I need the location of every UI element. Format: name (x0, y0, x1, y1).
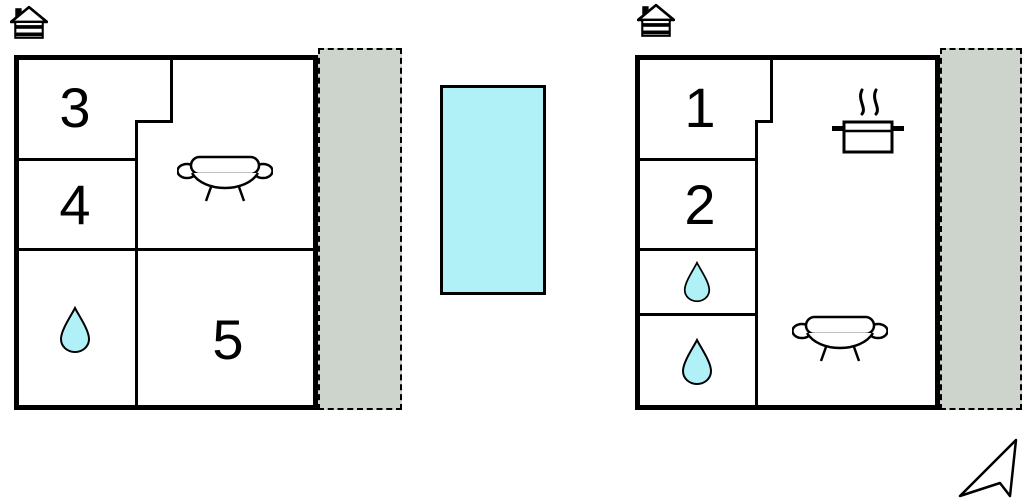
interior-wall (135, 120, 138, 405)
interior-wall (755, 120, 758, 405)
house-icon (637, 3, 675, 37)
water-drop-icon (681, 338, 713, 386)
interior-wall (770, 60, 773, 122)
room-label-2: 2 (684, 173, 716, 236)
building-left: 3 4 5 (14, 55, 318, 410)
north-arrow-icon (958, 438, 1018, 498)
building-right: 1 2 (635, 55, 940, 410)
room-label-4: 4 (59, 173, 91, 236)
steam-icon (859, 88, 865, 116)
cooking-pot-icon (832, 88, 904, 154)
room-label-3: 3 (59, 76, 91, 139)
terrace-left (318, 48, 402, 410)
sofa-icon (177, 155, 273, 202)
swimming-pool (440, 85, 546, 295)
interior-wall (640, 248, 755, 251)
house-icon (10, 5, 48, 39)
sofa-icon (792, 315, 888, 362)
interior-wall (170, 60, 173, 122)
interior-wall (135, 120, 173, 123)
room-label-5: 5 (212, 308, 244, 371)
steam-icon (873, 88, 879, 116)
terrace-right (940, 48, 1022, 410)
interior-wall (19, 248, 313, 251)
interior-wall (640, 158, 755, 161)
interior-wall (640, 313, 755, 316)
interior-wall (755, 120, 773, 123)
interior-wall (19, 158, 135, 161)
water-drop-icon (683, 261, 711, 303)
room-label-1: 1 (684, 76, 716, 139)
water-drop-icon (59, 306, 91, 354)
